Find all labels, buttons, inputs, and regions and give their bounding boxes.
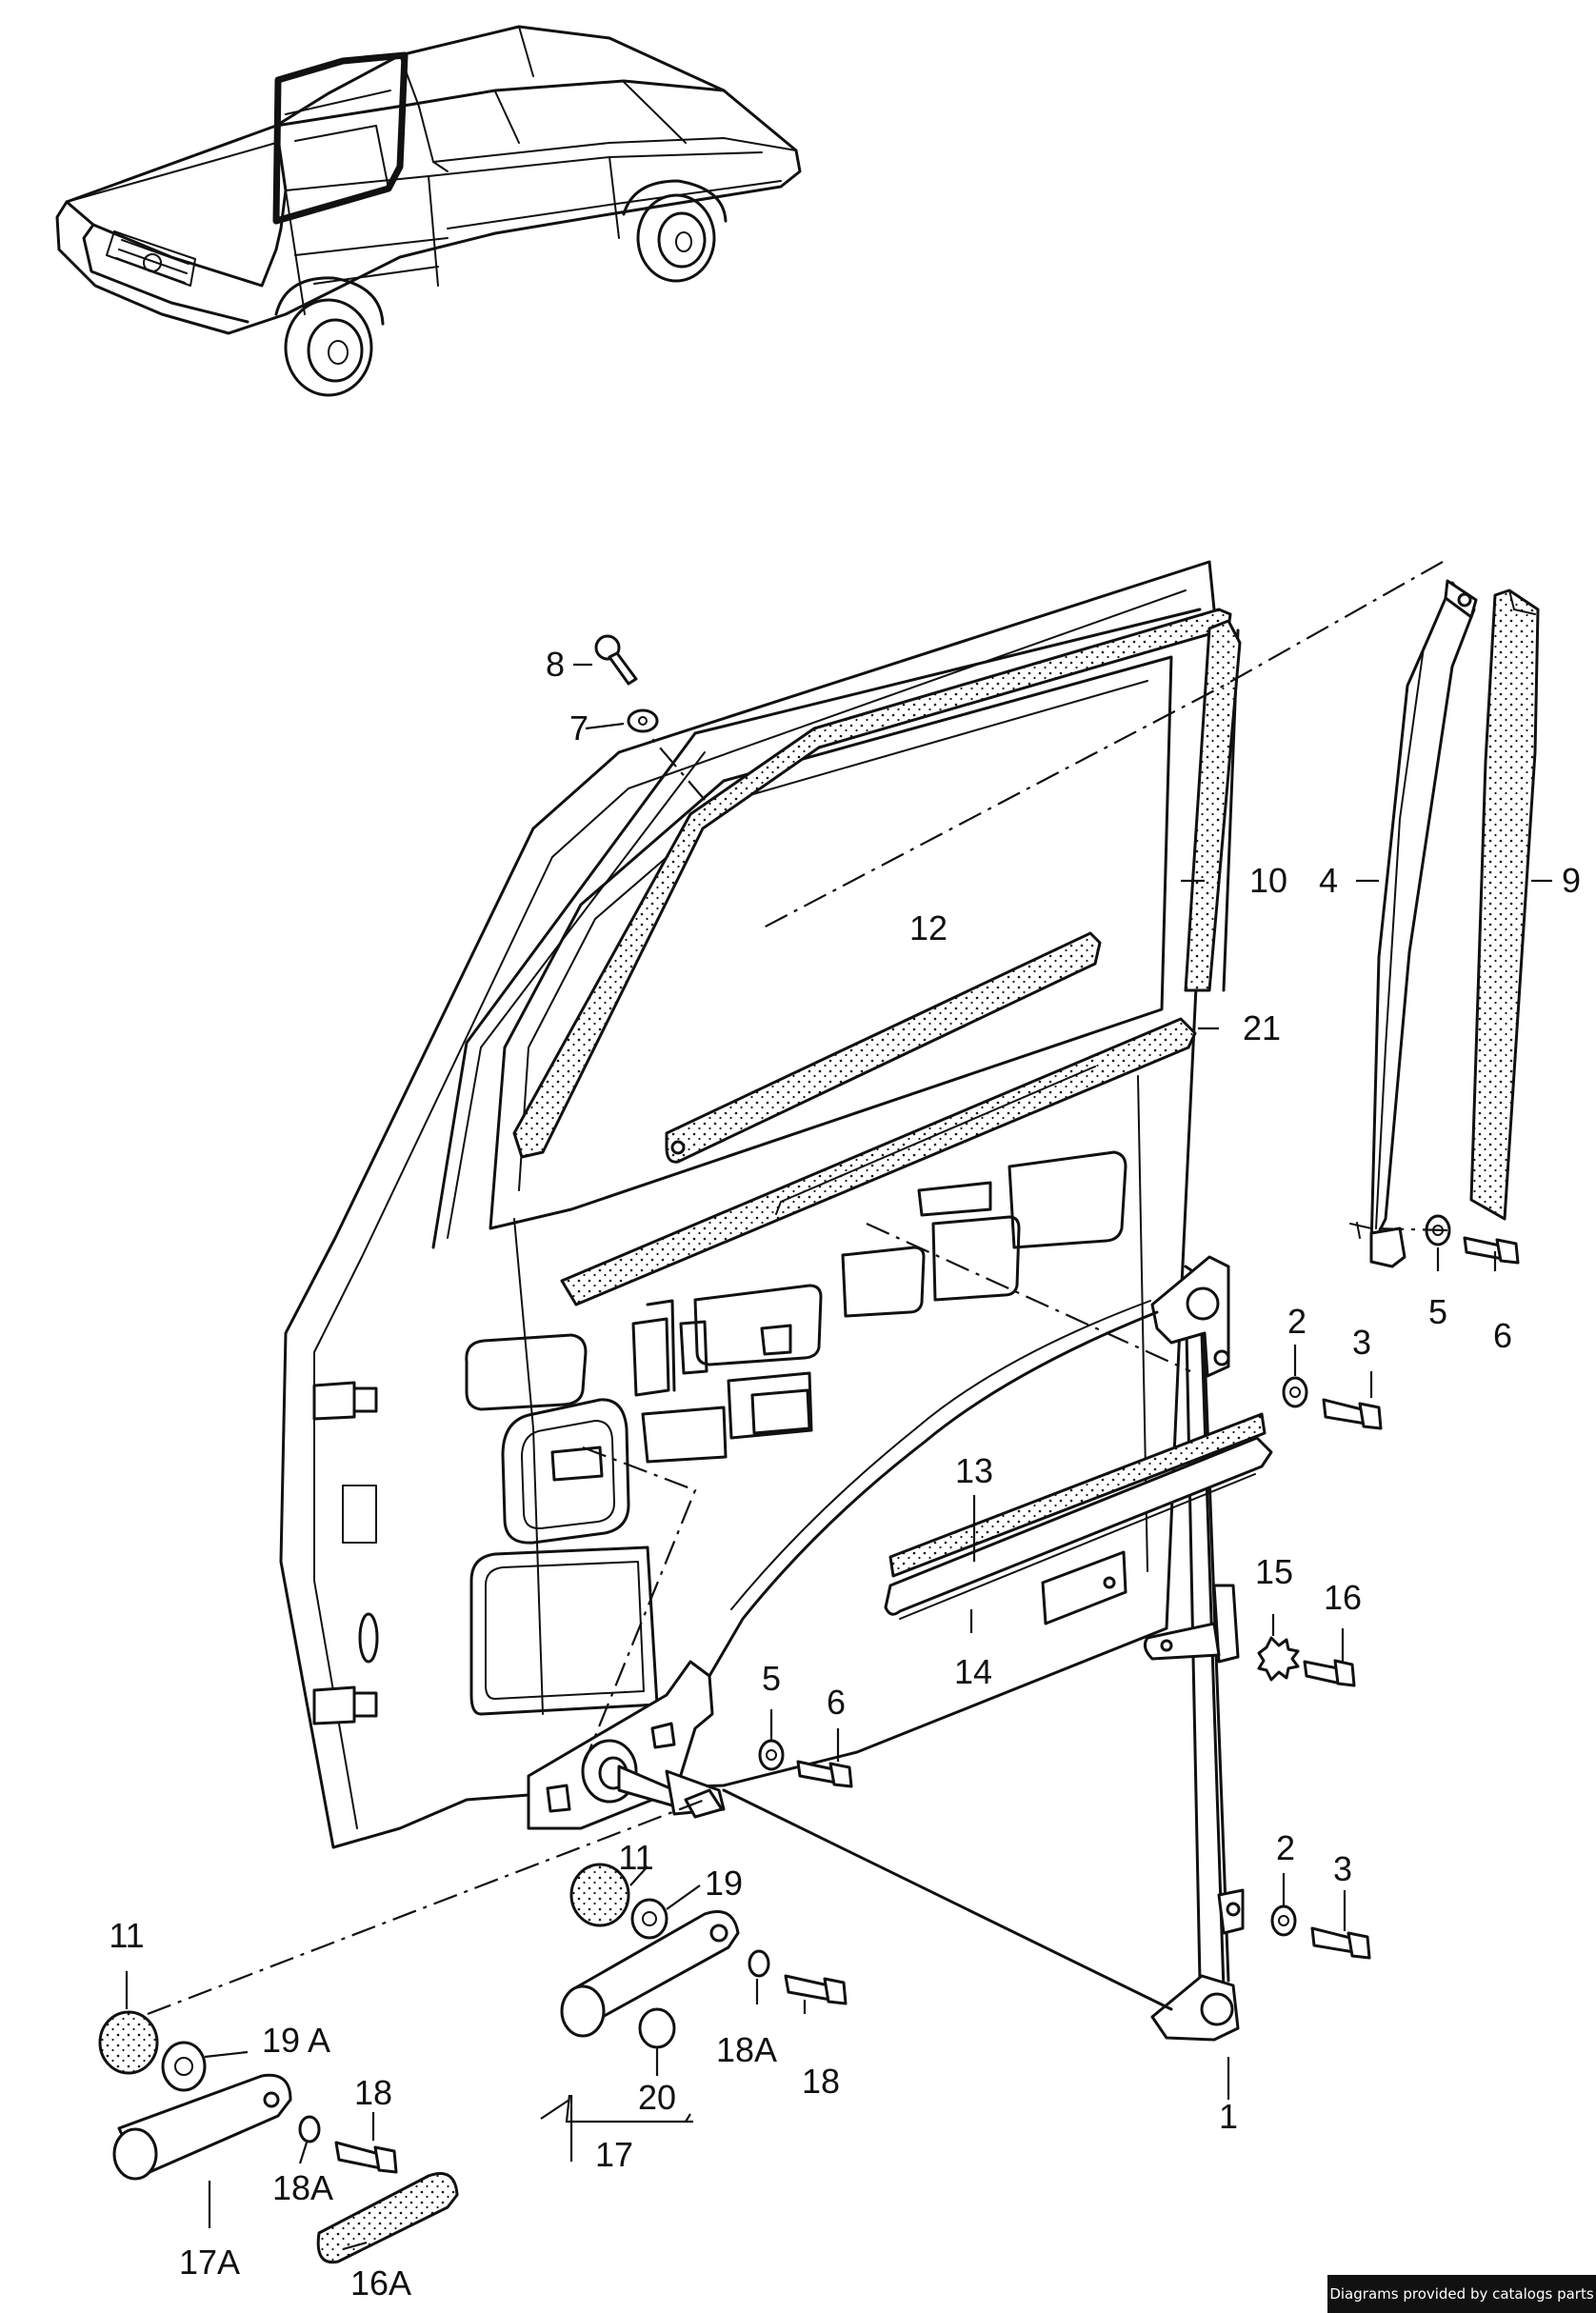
callout-12: 12 [909,908,948,947]
lower-window-channel [884,1412,1273,1625]
callout-2-upper: 2 [1287,1302,1307,1341]
callout-15: 15 [1255,1552,1293,1591]
callout-19A: 19 A [262,2021,330,2060]
callout-14: 14 [954,1652,992,1691]
callout-8: 8 [546,645,565,684]
callout-16: 16 [1324,1578,1362,1617]
callout-3-lower: 3 [1333,1849,1352,1888]
callout-6-upper: 6 [1493,1316,1512,1355]
callout-16A: 16A [350,2263,411,2303]
callout-10: 10 [1249,861,1287,900]
callout-11-lower: 11 [109,1916,144,1955]
callout-17A: 17A [179,2243,240,2282]
callout-18-left: 18 [354,2073,392,2112]
glass-run-channel [512,608,1242,1159]
callout-18A-mid: 18A [716,2030,777,2069]
outer-window-seal [665,931,1102,1164]
footer-credit-text: Diagrams provided by catalogs parts [1329,2285,1594,2303]
callout-6-lower: 6 [827,1683,846,1722]
callout-3-upper: 3 [1352,1323,1371,1362]
window-crank-handle [560,1863,848,2049]
callout-20: 20 [638,2078,676,2117]
callout-2-lower: 2 [1276,1828,1295,1867]
callout-19: 19 [705,1864,743,1903]
callout-1: 1 [1219,2097,1238,2136]
guide-lines [147,561,1448,2016]
guide-rail [1349,579,1478,1268]
callout-5-upper: 5 [1428,1292,1447,1331]
fasteners [594,634,1520,1960]
regulator-gear [527,1660,726,1830]
car-illustration [55,25,802,397]
window-crank-handle-alt [98,2010,459,2264]
callout-4: 4 [1319,861,1338,900]
callout-18-mid: 18 [802,2062,840,2101]
rear-seal [1469,588,1540,1221]
callouts: 1 2 2 3 3 4 5 5 6 6 7 8 9 10 11 11 12 13… [109,645,1581,2303]
callout-17: 17 [595,2135,633,2174]
callout-5-lower: 5 [762,1659,781,1698]
inner-window-seal [560,1017,1197,1306]
callout-18A-left: 18A [272,2168,333,2207]
footer-credit: Diagrams provided by catalogs parts [1327,2275,1596,2313]
callout-21: 21 [1243,1008,1281,1047]
callout-7: 7 [569,708,589,748]
leader-lines [125,663,1552,2251]
callout-13: 13 [955,1451,993,1490]
window-regulator [708,1255,1245,2042]
callout-11-upper: 11 [618,1838,653,1877]
callout-9: 9 [1562,861,1581,900]
